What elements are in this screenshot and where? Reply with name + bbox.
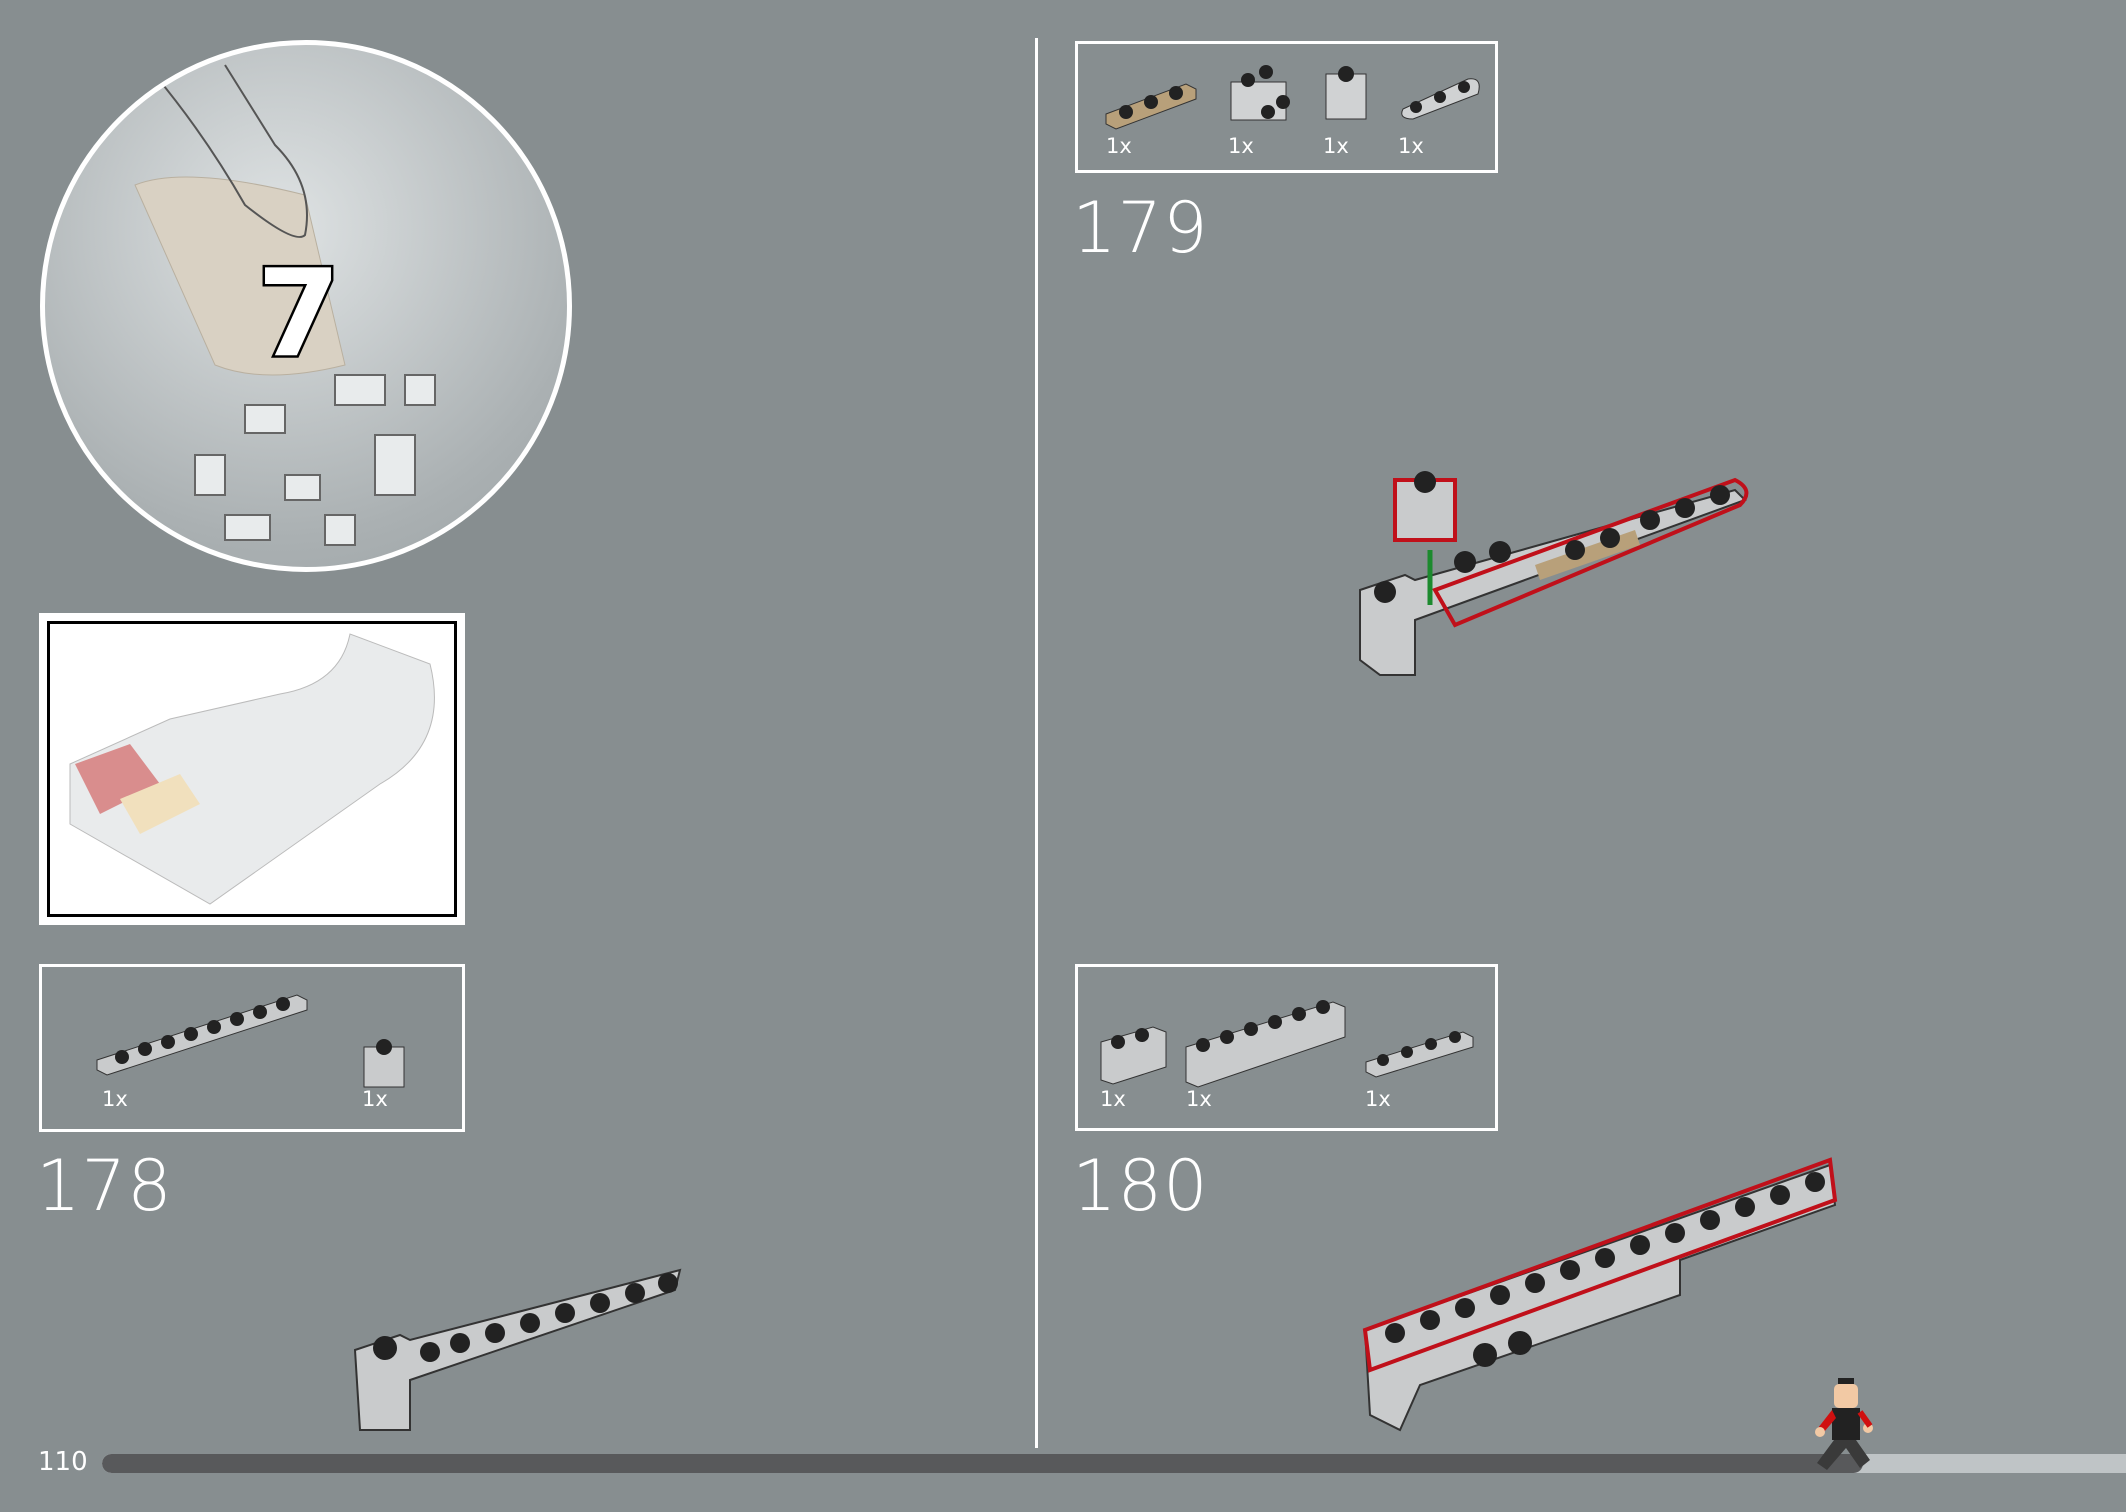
part-qty: 1x: [102, 1087, 128, 1111]
part-plate-1x3-tan: [1105, 83, 1197, 130]
part-qty: 1x: [1323, 134, 1349, 158]
part-technic-brick-1x1: [1325, 66, 1367, 120]
step-180-model: [1362, 1157, 1838, 1432]
step-number: 180: [1072, 1145, 1209, 1227]
part-rounded-plate-1x3: [1401, 78, 1480, 120]
page-number: 110: [38, 1447, 88, 1477]
progress-bar: [102, 1454, 2126, 1473]
bag-callout: 7: [40, 40, 572, 572]
parts-list-180: 1x 1x 1x: [1075, 964, 1498, 1131]
model-preview-image: [69, 633, 435, 905]
part-qty: 1x: [362, 1087, 388, 1111]
part-qty: 1x: [1100, 1087, 1126, 1111]
page-divider: [1035, 38, 1038, 1448]
minifigure-progress-marker: [1815, 1378, 1873, 1470]
part-brick-1x2-studs-side: [1230, 65, 1290, 121]
bag-number: 7: [255, 243, 343, 387]
part-plate-1x8: [96, 994, 308, 1076]
progress-bar-fill: [102, 1454, 1863, 1473]
step-number: 178: [36, 1145, 173, 1227]
parts-list-179: 1x 1x 1x 1x: [1075, 41, 1498, 173]
step-179-model: [1359, 471, 1749, 676]
part-qty: 1x: [1398, 134, 1424, 158]
part-plate-1x4: [1365, 1031, 1474, 1078]
part-brick-1x6: [1185, 1000, 1346, 1088]
model-preview: [39, 613, 465, 925]
part-brick-1x2: [1100, 1026, 1167, 1085]
part-qty: 1x: [1106, 134, 1132, 158]
part-qty: 1x: [1186, 1087, 1212, 1111]
parts-list-178: 1x 1x: [39, 964, 465, 1132]
step-178-model: [353, 1268, 682, 1431]
part-qty: 1x: [1365, 1087, 1391, 1111]
step-number: 179: [1072, 187, 1209, 269]
part-technic-brick-1x1: [363, 1039, 405, 1088]
part-qty: 1x: [1228, 134, 1254, 158]
bag-illustration: [134, 64, 436, 546]
